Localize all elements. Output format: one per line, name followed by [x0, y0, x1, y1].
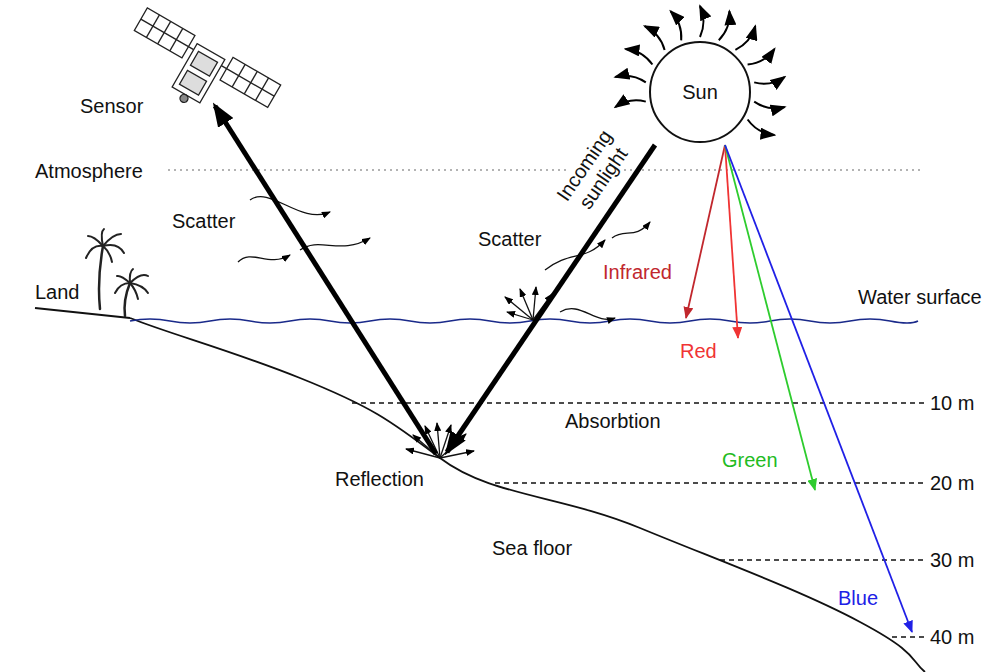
reflected-light-arrow — [215, 106, 436, 454]
sun-ray — [748, 49, 775, 65]
depth-label: 30 m — [930, 549, 974, 572]
solar-panel — [134, 8, 195, 58]
sensor-label: Sensor — [80, 95, 143, 118]
scatter-arrow — [300, 238, 370, 250]
infrared-label: Infrared — [603, 261, 672, 284]
infrared-arrow — [686, 145, 725, 318]
land-line — [35, 308, 130, 318]
scatter-label: Scatter — [478, 228, 541, 251]
scatter-arrow — [238, 255, 290, 262]
sun-circle: Sun — [648, 40, 752, 144]
blue-arrow — [725, 145, 912, 632]
sun-label: Sun — [682, 81, 718, 104]
depth-label: 40 m — [930, 626, 974, 649]
scatter-arrow — [507, 312, 533, 320]
reflection-label: Reflection — [335, 468, 424, 491]
satellite-detail — [179, 70, 206, 95]
incoming-sunlight-label: Incoming sunlight — [548, 119, 640, 224]
sea-floor-label: Sea floor — [492, 537, 572, 560]
red-label: Red — [680, 340, 717, 363]
depth-line — [892, 636, 925, 638]
scatter-arrow — [250, 197, 330, 215]
sun-ray — [615, 100, 646, 107]
sun-ray — [645, 26, 665, 50]
palm-frond — [115, 283, 130, 293]
sun-ray — [671, 11, 682, 40]
sun-ray — [748, 120, 775, 136]
palm-frond — [130, 275, 148, 283]
sun-ray — [754, 102, 785, 109]
scatter-arrow — [533, 287, 536, 320]
sea-floor-line — [130, 318, 925, 672]
panel-grid — [227, 69, 275, 97]
depth-label: 20 m — [930, 472, 974, 495]
atmosphere-label: Atmosphere — [35, 160, 143, 183]
reflection-arrow — [440, 451, 474, 458]
palm-frond — [88, 236, 103, 246]
palm-frond — [130, 283, 138, 299]
scatter-arrow — [612, 222, 650, 238]
incoming-sunlight-arrow — [447, 145, 655, 452]
sun-ray — [754, 77, 785, 84]
sun-ray — [735, 26, 755, 50]
palm-frond — [102, 229, 104, 246]
palm-frond — [103, 246, 112, 262]
water-surface-label: Water surface — [858, 286, 982, 309]
green-label: Green — [722, 449, 778, 472]
palm-frond — [117, 276, 130, 283]
palm-trunk — [99, 246, 103, 309]
atmosphere-line — [168, 169, 920, 171]
blue-label: Blue — [838, 587, 878, 610]
palm-trunk — [125, 283, 130, 316]
green-arrow — [725, 145, 815, 490]
satellite-detail — [190, 51, 217, 76]
scatter-arrow — [520, 289, 533, 320]
water-surface-line — [130, 319, 918, 323]
depth-line — [720, 559, 925, 561]
sun-ray — [700, 6, 704, 37]
satellite-body — [172, 44, 225, 103]
satellite-sensor — [115, 8, 280, 140]
sun-circle — [650, 42, 750, 142]
panel-grid — [141, 19, 189, 47]
panel-arm — [221, 66, 226, 69]
sun-ray — [626, 49, 653, 65]
sun-ray — [615, 76, 646, 83]
depth-line — [352, 402, 925, 404]
solar-panel — [220, 57, 281, 107]
palm-frond — [86, 246, 103, 258]
satellite-lens — [179, 93, 190, 104]
depth-line — [495, 482, 925, 484]
palm-trees — [86, 229, 148, 316]
absorption-label: Absorbtion — [565, 410, 661, 433]
scatter-label: Scatter — [172, 210, 235, 233]
depth-label: 10 m — [930, 392, 974, 415]
sun-ray — [719, 11, 730, 40]
panel-arm — [188, 47, 193, 50]
scatter-arrow — [560, 309, 615, 320]
land-label: Land — [35, 281, 80, 304]
